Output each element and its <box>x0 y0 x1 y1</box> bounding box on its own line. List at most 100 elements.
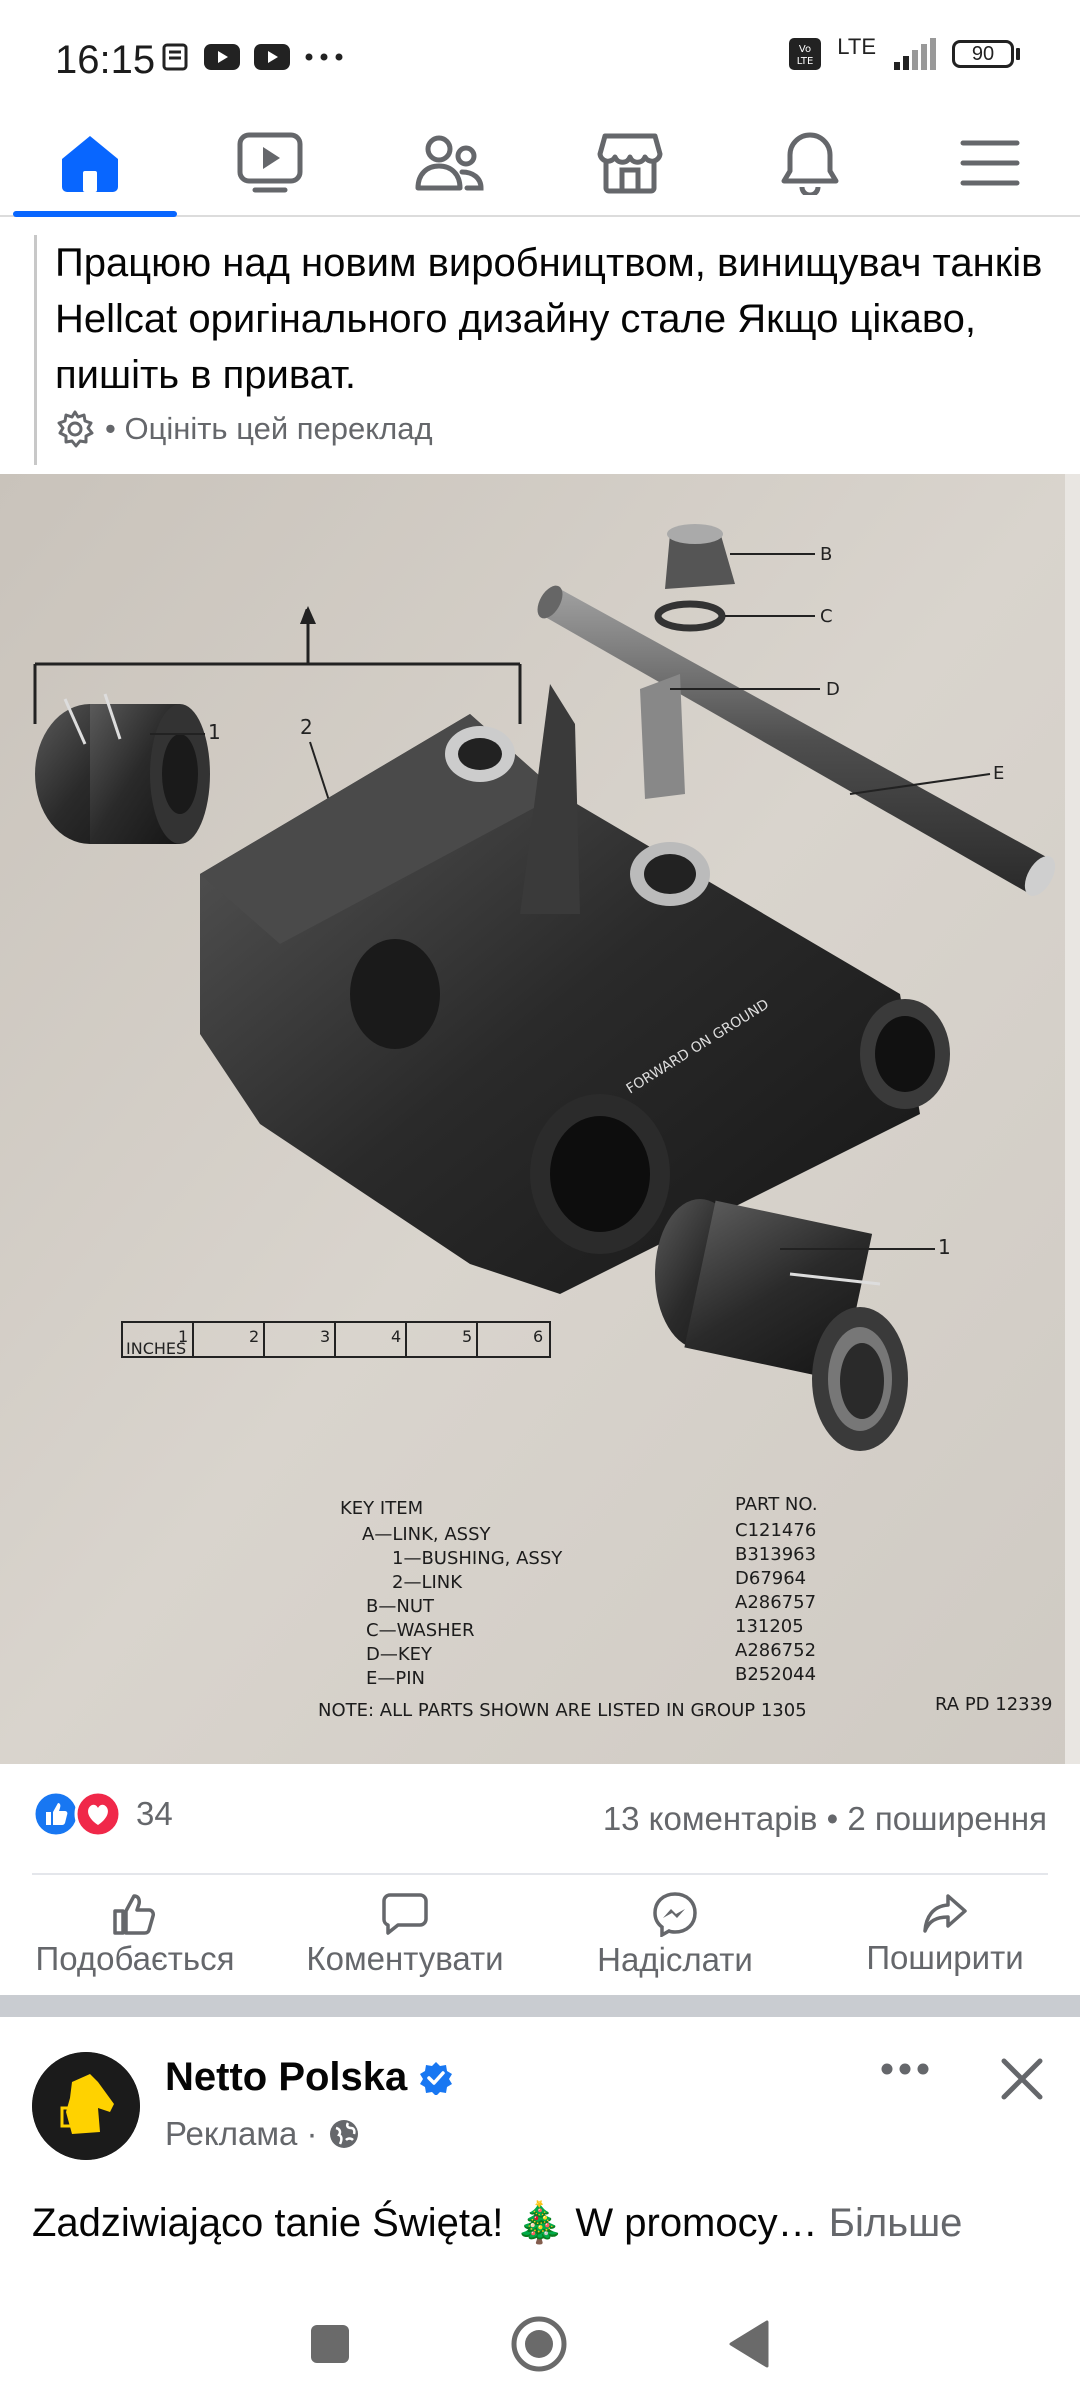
post-image[interactable]: A 1 2 FORWARD ON GROUND <box>0 474 1080 1764</box>
key-item-3: B—NUT <box>366 1596 435 1617</box>
key-part-2: D67964 <box>735 1568 806 1589</box>
notification-icons <box>160 42 344 72</box>
label-one-b: 1 <box>938 1235 951 1259</box>
key-item-1: 1—BUSHING, ASSY <box>392 1548 563 1569</box>
globe-icon <box>329 2120 358 2148</box>
share-button[interactable]: Поширити <box>810 1880 1080 1990</box>
back-icon[interactable] <box>727 2320 771 2368</box>
ruler-tick-5: 5 <box>462 1327 472 1346</box>
status-time: 16:15 <box>55 38 156 82</box>
advertiser-name[interactable]: Netto Polska <box>165 2055 453 2100</box>
friends-icon <box>415 135 484 190</box>
key-part-6: B252044 <box>735 1664 816 1685</box>
menu-icon <box>960 140 1020 185</box>
drawing-ref: RA PD 12339 <box>935 1694 1053 1715</box>
key-part-0: C121476 <box>735 1520 816 1541</box>
key-item-0: A—LINK, ASSY <box>362 1524 492 1545</box>
tab-marketplace[interactable] <box>545 110 715 215</box>
share-label: Поширити <box>866 1939 1024 1976</box>
video-icon <box>237 132 303 192</box>
ruler-tick-3: 3 <box>320 1327 330 1346</box>
signal-icon <box>894 38 936 70</box>
svg-text:LTE: LTE <box>797 56 814 67</box>
like-label: Подобається <box>35 1940 235 1977</box>
send-button[interactable]: Надіслати <box>540 1880 810 1990</box>
love-reaction-icon <box>74 1790 122 1838</box>
advertiser-avatar[interactable] <box>32 2052 140 2160</box>
battery-icon: 90 <box>952 40 1020 68</box>
rate-translation[interactable]: • Оцініть цей переклад <box>55 409 1065 449</box>
messenger-icon <box>653 1892 697 1937</box>
feed-separator <box>0 1995 1080 2017</box>
sponsored-post: Netto Polska Реклама · Zadziwiająco tani… <box>0 2017 1080 2287</box>
close-icon[interactable] <box>1000 2057 1044 2101</box>
battery-level: 90 <box>971 42 995 65</box>
key-part-3: A286757 <box>735 1592 816 1613</box>
netto-dog-logo <box>32 2052 140 2160</box>
label-a: A <box>300 605 314 629</box>
post-actions: Подобається Коментувати Надіслати Пошири… <box>0 1880 1080 1990</box>
pin <box>537 585 1056 896</box>
comment-button[interactable]: Коментувати <box>270 1880 540 1990</box>
verified-badge-icon <box>420 2061 453 2095</box>
sponsored-label: Реклама · <box>165 2115 360 2153</box>
notes-icon <box>162 43 188 71</box>
tab-notifications[interactable] <box>725 110 895 215</box>
more-options-icon[interactable] <box>880 2062 930 2076</box>
comments-shares-count[interactable]: 13 коментарів • 2 поширення <box>602 1800 1047 1837</box>
tab-friends[interactable] <box>365 110 535 215</box>
divider <box>32 1873 1048 1875</box>
youtube-icon <box>254 44 290 70</box>
label-d: D <box>826 679 840 700</box>
send-label: Надіслати <box>597 1941 753 1978</box>
tab-home[interactable] <box>5 110 177 217</box>
key-part-4: 131205 <box>735 1616 804 1637</box>
like-reaction-icon <box>32 1790 80 1838</box>
label-b: B <box>820 544 832 565</box>
parts-note: NOTE: ALL PARTS SHOWN ARE LISTED IN GROU… <box>318 1700 807 1721</box>
gear-icon <box>57 410 94 448</box>
advertiser-name-text: Netto Polska <box>165 2055 408 2099</box>
tab-menu[interactable] <box>905 110 1075 215</box>
see-more-link[interactable]: Більше <box>828 2201 963 2245</box>
like-icon <box>113 1894 155 1935</box>
technical-drawing: A 1 2 FORWARD ON GROUND <box>0 474 1080 1764</box>
ad-text-content: Zadziwiająco tanie Święta! 🎄 W promocy… <box>32 2201 818 2245</box>
share-icon <box>923 1894 967 1933</box>
bushing-left <box>35 693 210 844</box>
bell-icon <box>781 132 839 195</box>
key-item-4: C—WASHER <box>366 1620 475 1641</box>
comment-icon <box>382 1893 428 1935</box>
label-two: 2 <box>300 715 313 739</box>
comment-label: Коментувати <box>306 1940 504 1977</box>
home-button-icon[interactable] <box>511 2316 567 2372</box>
ruler-tick-6: 6 <box>533 1327 543 1346</box>
ruler <box>121 1321 551 1358</box>
key-item-5: D—KEY <box>366 1644 433 1665</box>
more-dots-icon <box>305 53 343 61</box>
label-e: E <box>993 763 1004 784</box>
reaction-summary[interactable]: 34 <box>32 1790 173 1838</box>
key-part-5: A286752 <box>735 1640 816 1661</box>
label-c: C <box>820 606 833 627</box>
link-body: FORWARD ON GROUND <box>200 684 950 1294</box>
label-one: 1 <box>208 720 221 744</box>
key-item-6: E—PIN <box>366 1668 425 1689</box>
recents-icon[interactable] <box>309 2323 351 2365</box>
rate-translation-label: • Оцініть цей переклад <box>105 411 433 446</box>
ruler-tick-1: 1 <box>178 1327 188 1346</box>
like-button[interactable]: Подобається <box>0 1880 270 1990</box>
ad-text: Zadziwiająco tanie Święta! 🎄 W promocy… … <box>32 2199 962 2246</box>
svg-text:Vo: Vo <box>799 44 811 55</box>
marketplace-icon <box>597 133 663 193</box>
tab-video[interactable] <box>185 110 355 215</box>
home-icon <box>62 135 118 192</box>
ruler-tick-4: 4 <box>391 1327 401 1346</box>
post-text: Працюю над новим виробництвом, винищувач… <box>55 241 1043 397</box>
key-header: KEY ITEM <box>340 1498 423 1519</box>
system-navigation <box>0 2287 1080 2400</box>
bushing-right <box>655 1199 908 1451</box>
